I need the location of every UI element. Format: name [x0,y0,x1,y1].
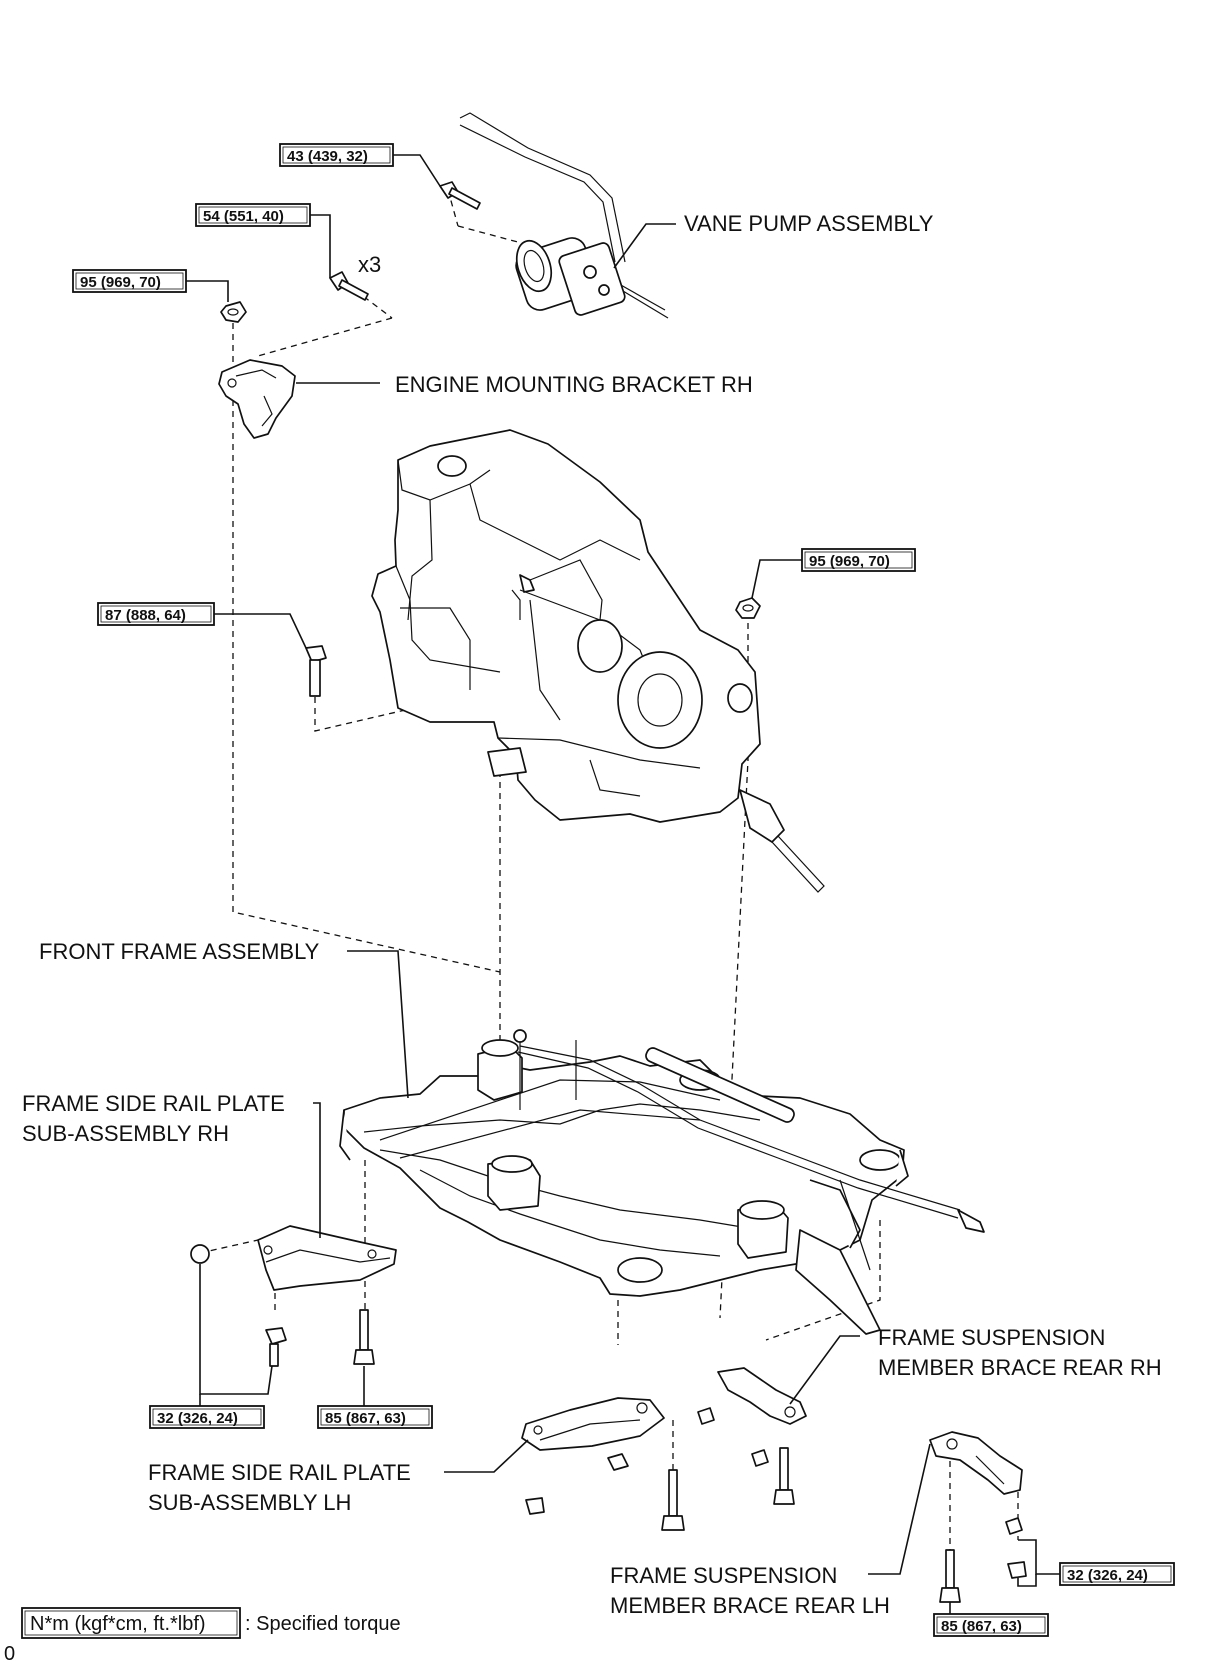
torque-box-54: 54 (551, 40) [195,203,311,227]
label-brace-rear-rh-2: MEMBER BRACE REAR RH [878,1355,1162,1380]
label-side-rail-rh-1: FRAME SIDE RAIL PLATE [22,1091,285,1116]
bolt-32-rh [265,1327,287,1367]
bolt-85-rh [353,1309,375,1365]
footer-mark: 0 [4,1643,15,1665]
brace-rh-bolts [751,1447,795,1505]
engine-transaxle-drawing [371,429,825,893]
torque-85-a: 85 (867, 63) [325,1410,406,1427]
brace-rear-rh-drawing [697,1367,807,1425]
torque-85-b: 85 (867, 63) [941,1618,1022,1635]
bracket-bolts [329,271,369,301]
torque-box-85-a: 85 (867, 63) [317,1405,433,1429]
torque-87: 87 (888, 64) [105,607,186,624]
bolt-lh-a [525,1497,545,1515]
side-rail-rh-drawing [190,1225,397,1291]
torque-box-32-b: 32 (326, 24) [1059,1562,1175,1586]
label-brace-rear-lh-2: MEMBER BRACE REAR LH [610,1593,890,1618]
torque-95-a: 95 (969, 70) [80,274,161,291]
torque-box-43: 43 (439, 32) [279,143,394,167]
label-vane-pump: VANE PUMP ASSEMBLY [684,211,934,236]
torque-box-32-a: 32 (326, 24) [149,1405,265,1429]
legend-description: : Specified torque [245,1613,401,1635]
torque-43: 43 (439, 32) [287,148,368,165]
nut-upper-left [220,301,247,323]
torque-32-a: 32 (326, 24) [157,1410,238,1427]
brace-lh-bolts [939,1549,1027,1603]
bolt-87 [305,645,327,697]
torque-box-85-b: 85 (867, 63) [933,1613,1049,1637]
label-front-frame: FRONT FRAME ASSEMBLY [39,939,320,964]
nut-right [735,597,761,619]
pump-bolt [439,181,481,210]
label-brace-rear-rh-1: FRAME SUSPENSION [878,1325,1105,1350]
bolt-lh-b [661,1469,685,1531]
front-frame-drawing [339,1029,985,1335]
leader-lines [186,154,1060,1614]
label-engine-mounting-bracket: ENGINE MOUNTING BRACKET RH [395,372,753,397]
legend: N*m (kgf*cm, ft.*lbf) : Specified torque [21,1607,401,1639]
legend-unit-box-text: N*m (kgf*cm, ft.*lbf) [30,1613,206,1635]
engine-mounting-bracket-drawing [218,359,296,439]
torque-32-b: 32 (326, 24) [1067,1567,1148,1584]
vane-pump-drawing [459,112,669,319]
label-brace-rear-lh-1: FRAME SUSPENSION [610,1563,837,1588]
label-side-rail-rh-2: SUB-ASSEMBLY RH [22,1121,229,1146]
quantity-x3: x3 [358,252,381,277]
brace-rear-lh-drawing [929,1431,1023,1535]
torque-box-95-b: 95 (969, 70) [801,548,916,572]
torque-95-b: 95 (969, 70) [809,553,890,570]
torque-box-87: 87 (888, 64) [97,602,215,626]
label-side-rail-lh-1: FRAME SIDE RAIL PLATE [148,1460,411,1485]
label-side-rail-lh-2: SUB-ASSEMBLY LH [148,1490,351,1515]
torque-54: 54 (551, 40) [203,208,284,225]
side-rail-lh-drawing [521,1397,665,1471]
torque-box-95-a: 95 (969, 70) [72,269,187,293]
